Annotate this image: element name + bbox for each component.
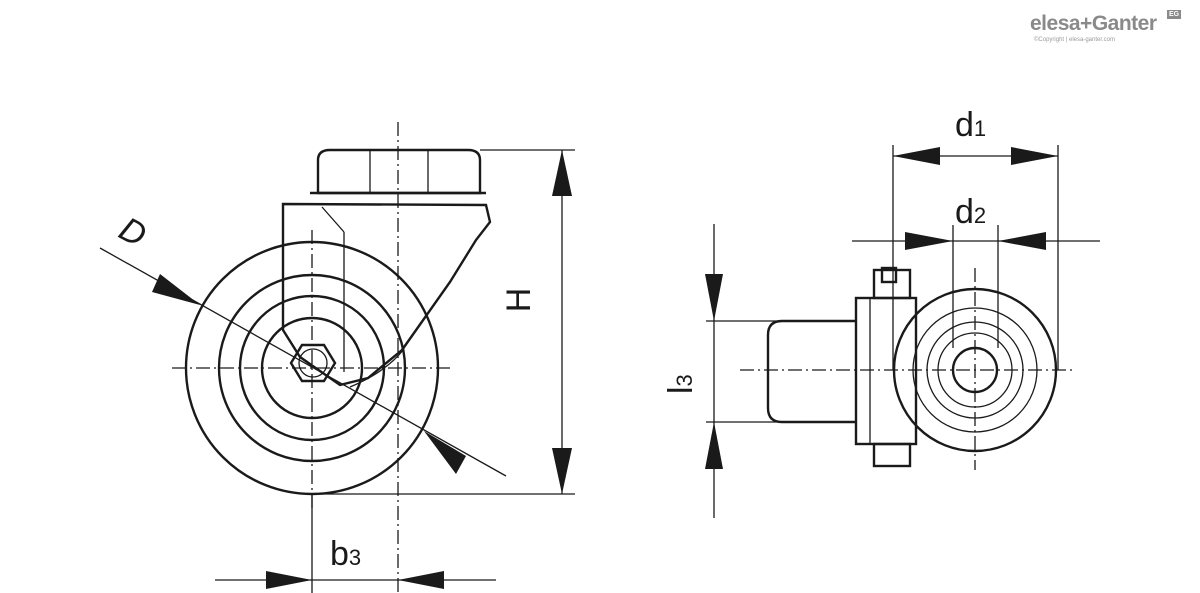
- brand-logo: elesa+Ganter ©Copyright | elesa-ganter.c…: [1030, 10, 1181, 50]
- d-arrow-upper: [152, 274, 200, 305]
- h-arrow-top: [552, 150, 572, 196]
- d1-arrow-left: [893, 147, 940, 165]
- b3-arrow-right: [398, 571, 444, 589]
- h-arrow-bottom: [552, 448, 572, 494]
- d-arrow-lower: [424, 431, 466, 474]
- label-H: H: [500, 288, 538, 313]
- d2-arrow-left: [905, 232, 953, 250]
- d2-arrow-right: [998, 232, 1046, 250]
- top-housing: [316, 148, 482, 195]
- label-d2-main: d: [955, 193, 974, 231]
- brand-copyright: ©Copyright | elesa-ganter.com: [1034, 37, 1116, 43]
- fork-inner-curve: [349, 348, 405, 388]
- stud-housing: [766, 319, 856, 424]
- label-l3-sub: 3: [672, 374, 697, 386]
- label-b3: b3: [330, 535, 361, 573]
- label-d2-sub: 2: [974, 203, 986, 228]
- label-D: D: [113, 210, 153, 255]
- axle-nut-bore: [298, 348, 328, 378]
- fork-edge: [321, 206, 345, 233]
- fork-plate: [854, 296, 918, 446]
- label-d2: d2: [955, 193, 986, 231]
- label-d1-main: d: [955, 106, 974, 144]
- axle-nut: [289, 343, 337, 383]
- label-b3-sub: 3: [349, 545, 361, 570]
- fork-bracket: [281, 202, 492, 387]
- l3-arrow-bottom: [705, 422, 723, 469]
- label-d1: d1: [955, 106, 986, 144]
- side-view: H D b3: [99, 122, 575, 593]
- front-view: d1 d2 l3: [662, 106, 1100, 518]
- wheel-tread-inner: [217, 273, 407, 463]
- bolt-top: [872, 268, 912, 300]
- label-b3-main: b: [330, 535, 349, 573]
- brand-name: elesa+Ganter: [1030, 12, 1157, 35]
- brand-badge: EG: [1167, 10, 1181, 19]
- l3-arrow-top: [705, 274, 723, 321]
- label-d1-sub: 1: [974, 116, 986, 141]
- d1-arrow-right: [1011, 147, 1058, 165]
- label-l3: l3: [662, 374, 700, 394]
- label-l3-main: l: [662, 386, 700, 394]
- bolt-top-head: [880, 266, 898, 284]
- b3-arrow-left: [266, 571, 312, 589]
- bolt-bottom: [872, 442, 912, 468]
